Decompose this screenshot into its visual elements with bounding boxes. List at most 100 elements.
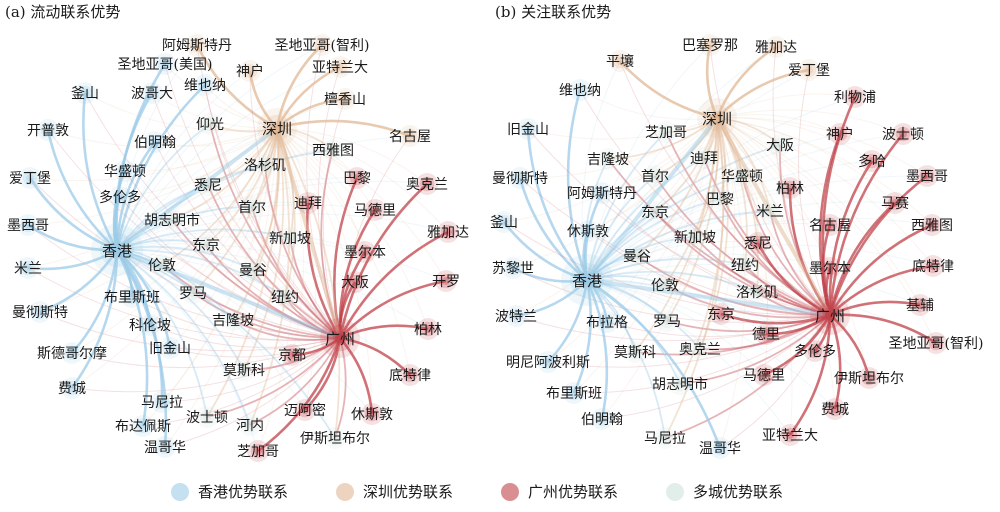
city-node: 仰光 [196,113,224,135]
city-node: 釜山 [490,211,518,233]
edge [502,221,588,282]
city-node: 大阪 [766,134,794,156]
city-node-marker [624,341,646,363]
edge [586,157,705,281]
edge [116,243,356,283]
edge [601,192,831,316]
city-label: 阿姆斯特丹 [567,186,637,202]
edge [71,337,341,393]
city-node: 华盛顿 [721,165,763,187]
city-label: 新加坡 [674,230,716,246]
city-node: 波特兰 [495,305,537,327]
edge [116,70,251,251]
edge [716,117,736,315]
city-node-marker [654,274,676,296]
edge [116,44,323,251]
edge [586,131,667,281]
edge [527,128,831,316]
city-node: 墨西哥 [906,165,948,187]
city-label: 京都 [278,348,306,364]
city-node-marker [399,364,421,386]
legend-label-shenzhen: 深圳优势联系 [363,483,453,501]
city-label: 苏黎世 [492,261,534,277]
edge [586,244,934,281]
city-label: 雅加达 [755,40,797,56]
edge [276,127,447,282]
city-node: 基辅 [906,294,934,316]
city-node-marker [844,86,866,108]
city-node-marker [709,437,731,459]
panel-a: 阿姆斯特丹圣地亚哥(智利)圣地亚哥(美国)神户亚特兰大釜山波哥大维也纳檀香山开普… [5,3,469,462]
edge [547,314,831,368]
city-node-marker [769,134,791,156]
city-node-marker [644,165,666,187]
city-label: 仰光 [196,117,224,133]
edge [116,249,251,426]
city-node: 马德里 [354,199,396,221]
edge [275,44,323,129]
edge [71,127,278,354]
edge [232,127,280,321]
edge [607,158,831,316]
city-node: 波士顿 [882,123,924,145]
edge [716,117,791,189]
edge [699,117,729,350]
edge [512,267,831,323]
city-label: 檀香山 [324,91,366,108]
city-node: 迪拜 [294,192,322,214]
edge [716,109,904,135]
city-node: 米兰 [756,200,784,222]
edge [264,164,341,339]
city-node: 纽约 [731,254,759,276]
edge [131,296,341,341]
city-label: 马尼拉 [141,395,183,411]
city-label: 华盛顿 [104,164,146,180]
edge [276,127,317,411]
edge [29,177,341,339]
city-label: 多哈 [858,153,886,170]
edge [276,127,449,233]
hub-core-hongkong [582,275,592,285]
city-node: 迪拜 [690,147,718,169]
city-label: 布拉格 [586,315,628,331]
city-node: 奥克兰 [679,338,721,360]
city-node-marker [334,88,356,110]
city-label: 伦敦 [148,258,176,274]
edge [207,184,341,339]
city-label: 温哥华 [144,440,186,456]
city-node-marker [829,123,851,145]
city-node: 平壤 [606,50,634,72]
city-label: 洛杉矶 [736,285,778,301]
city-label: 大阪 [766,138,794,154]
edge [828,314,842,410]
city-node-marker [759,200,781,222]
city-node: 苏黎世 [492,257,534,279]
city-label: 多伦多 [794,343,836,360]
edge [654,117,718,213]
edge [82,92,119,251]
edge [699,314,831,351]
city-node-marker [346,167,368,189]
edge [664,117,725,439]
city-node-marker [354,241,376,263]
edge [116,249,336,439]
edge [71,249,119,354]
edge [716,114,841,135]
city-label: 伯明翰 [134,135,176,151]
city-node: 迈阿密 [284,399,326,421]
city-label: 圣地亚哥(智利) [275,38,370,54]
edge [248,70,278,129]
city-node: 柏林 [776,177,804,199]
edge [46,129,118,251]
city-node: 布里斯班 [546,382,602,404]
city-node-marker [239,414,261,436]
city-node: 波士顿 [186,406,228,428]
city-label: 平壤 [606,53,634,70]
city-node-marker [241,196,263,218]
city-label: 伦敦 [651,278,679,294]
hub-node-guangzhou: 广州 [810,295,850,335]
city-node-marker [505,305,527,327]
edge [196,44,341,339]
edge [116,213,449,251]
city-node-marker [364,199,386,221]
